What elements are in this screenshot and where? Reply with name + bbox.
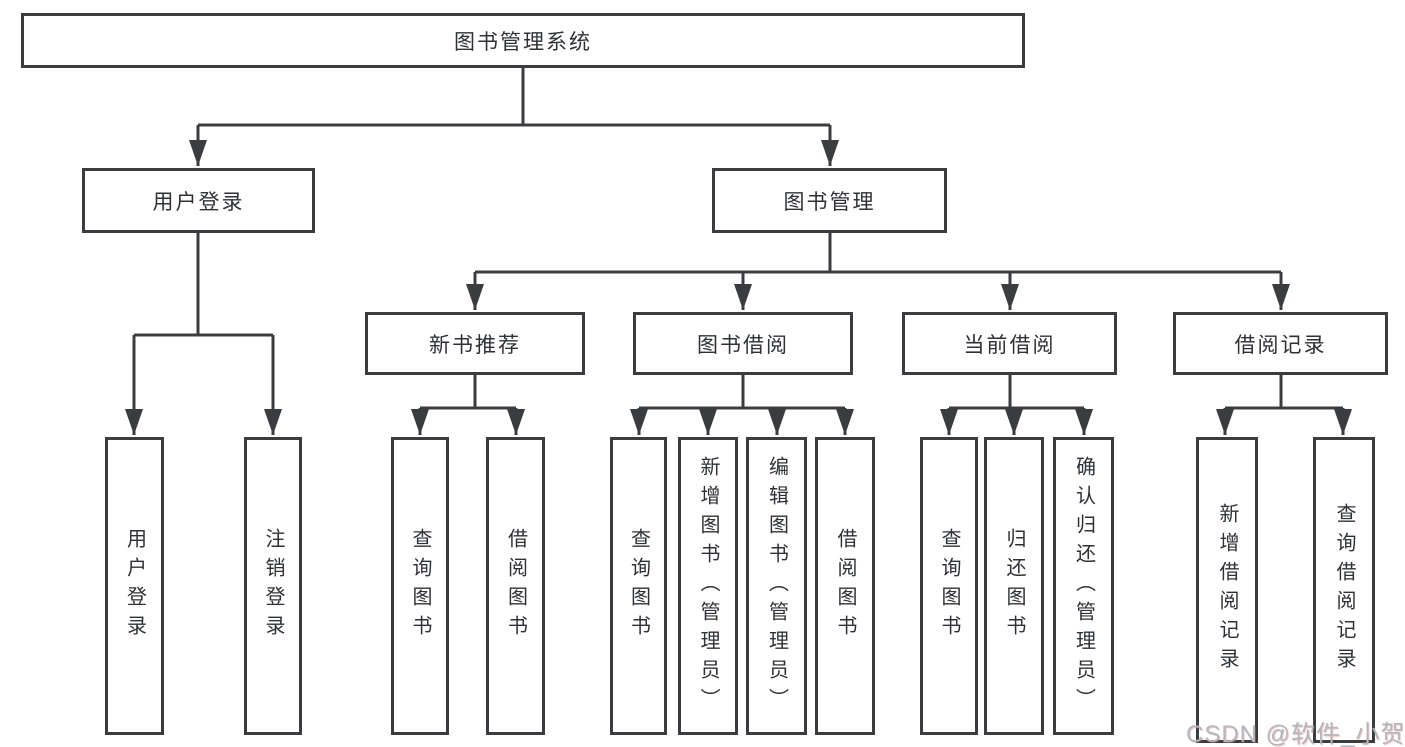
node-new-book-recommend: 新书推荐 [365, 312, 585, 375]
leaf-recommend-query-books: 查询图书 [391, 437, 449, 735]
leaf-label: 借阅图书 [504, 528, 527, 644]
node-current-borrowing: 当前借阅 [902, 312, 1117, 375]
node-book-management: 图书管理 [712, 168, 947, 233]
csdn-watermark: CSDN @软件_小贺同学 [1186, 721, 1405, 747]
leaf-user-login: 用户登录 [105, 437, 164, 735]
node-user-login: 用户登录 [82, 168, 315, 233]
leaf-label: 用户登录 [123, 528, 146, 644]
leaf-label: 查询借阅记录 [1333, 503, 1355, 677]
leaf-label: 查询图书 [409, 528, 431, 644]
leaf-records-query-borrow-record: 查询借阅记录 [1313, 437, 1375, 743]
leaf-label: 新增借阅记录 [1216, 503, 1238, 677]
node-label: 用户登录 [152, 190, 245, 214]
leaf-records-add-borrow-record: 新增借阅记录 [1196, 437, 1258, 743]
leaf-label: 借阅图书 [834, 528, 856, 644]
node-library-management-system: 图书管理系统 [21, 13, 1025, 68]
leaf-label: 编辑图书（管理员） [765, 455, 788, 717]
node-label: 当前借阅 [963, 333, 1056, 357]
leaf-label: 归还图书 [1003, 528, 1025, 644]
node-book-borrowing: 图书借阅 [633, 312, 853, 375]
leaf-label: 新增图书（管理员） [697, 455, 719, 717]
leaf-logout: 注销登录 [244, 437, 302, 735]
leaf-label: 确认归还（管理员） [1072, 455, 1095, 717]
node-label: 借阅记录 [1234, 333, 1327, 357]
leaf-current-query-books: 查询图书 [920, 437, 978, 735]
leaf-label: 注销登录 [262, 528, 284, 644]
leaf-current-return-books: 归还图书 [984, 437, 1044, 735]
leaf-recommend-borrow-books: 借阅图书 [486, 437, 545, 735]
node-borrow-records: 借阅记录 [1173, 312, 1388, 375]
node-label: 图书管理系统 [454, 30, 592, 54]
node-label: 图书借阅 [697, 333, 789, 357]
leaf-borrowing-add-books-admin: 新增图书（管理员） [678, 437, 738, 735]
leaf-current-confirm-return-admin: 确认归还（管理员） [1053, 437, 1114, 735]
leaf-borrowing-query-books: 查询图书 [610, 437, 667, 735]
node-label: 图书管理 [783, 190, 876, 214]
leaf-borrowing-edit-books-admin: 编辑图书（管理员） [746, 437, 807, 735]
leaf-borrowing-borrow-books: 借阅图书 [815, 437, 875, 735]
node-label: 新书推荐 [429, 333, 521, 357]
leaf-label: 查询图书 [938, 528, 960, 644]
leaf-label: 查询图书 [627, 528, 650, 644]
